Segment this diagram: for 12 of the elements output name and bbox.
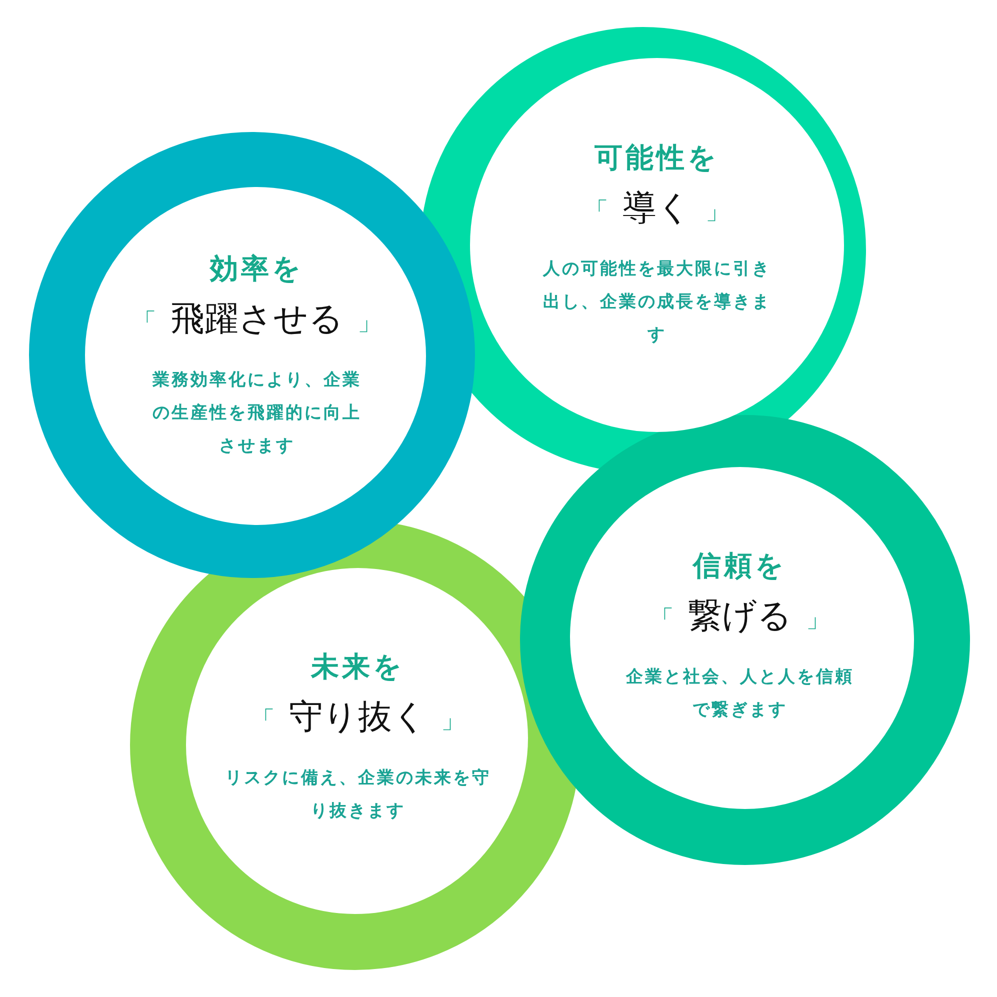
description: 業務効率化により、企業の生産性を飛躍的に向上させます [152, 368, 362, 458]
handwritten-phrase: 「飛躍させる」 [132, 298, 382, 340]
handwritten-phrase: 「繋げる」 [649, 595, 831, 638]
description: 企業と社会、人と人を信頼で繋ぎます [624, 666, 855, 722]
description: 人の可能性を最大限に引き出し、企業の成長を導きます [542, 258, 772, 346]
description: リスクに備え、企業の未来を守り抜きます [224, 767, 492, 823]
heading: 可能性を [594, 140, 720, 176]
heading: 未来を [311, 649, 405, 685]
heading: 信頼を [693, 548, 787, 584]
heading: 効率を [210, 250, 304, 286]
handwritten-phrase: 「守り抜く」 [250, 696, 466, 739]
handwritten-phrase: 「導く」 [584, 186, 730, 230]
